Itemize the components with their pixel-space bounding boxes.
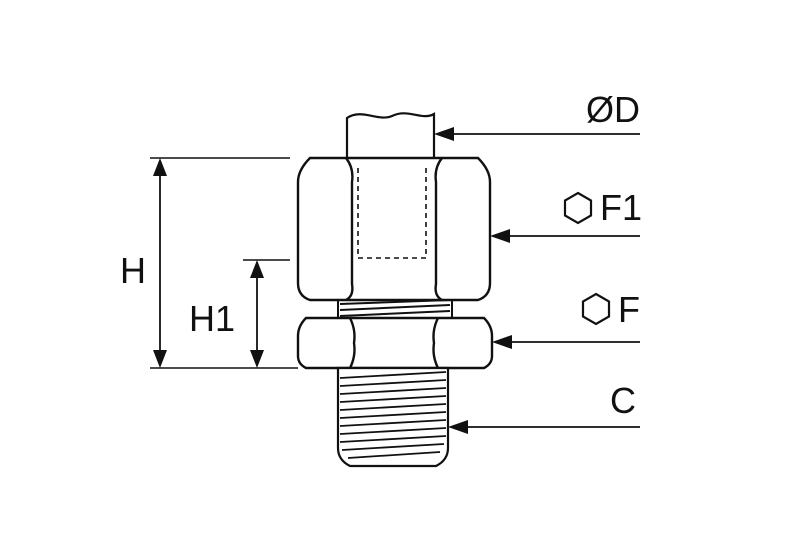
label-tube-diameter: ØD xyxy=(586,89,640,130)
tube xyxy=(345,112,436,158)
label-height-body: H1 xyxy=(189,298,235,339)
dimension-h1 xyxy=(250,260,264,368)
leader-f1 xyxy=(490,229,640,243)
label-thread: C xyxy=(610,380,636,421)
extension-lines xyxy=(150,157,298,369)
label-height-total: H xyxy=(120,250,146,291)
label-nut-hex: F1 xyxy=(600,187,642,228)
leader-d xyxy=(434,127,640,141)
upper-nut xyxy=(296,156,492,302)
hexagon-icon xyxy=(581,292,611,326)
hexagon-icon xyxy=(563,191,593,225)
leader-c xyxy=(448,420,640,434)
leader-f xyxy=(492,335,640,349)
label-body-hex: F xyxy=(618,289,640,330)
mid-thread xyxy=(337,299,453,318)
dimension-h xyxy=(153,158,167,368)
body-hex xyxy=(296,316,494,370)
male-thread-lines xyxy=(339,371,447,459)
